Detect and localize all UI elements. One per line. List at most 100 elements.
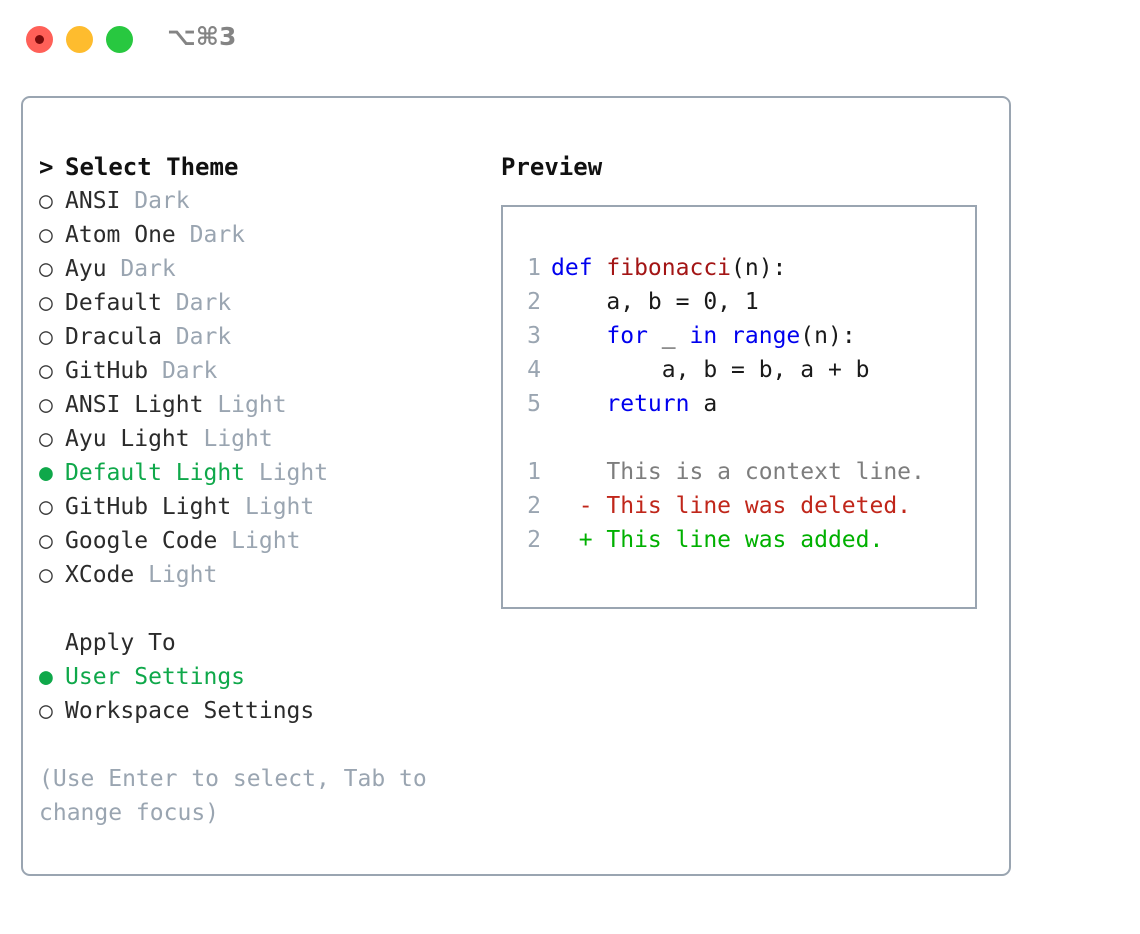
theme-list-item[interactable]: ○ Ayu Light Light — [39, 422, 489, 456]
theme-list-item[interactable]: ○Atom One Dark — [39, 218, 489, 252]
theme-list-item[interactable]: ○ Google Code Light — [39, 524, 489, 558]
theme-category-tag: Dark — [106, 256, 176, 282]
diff-line: 1 This is a context line. — [515, 455, 967, 489]
theme-name-label: Google Code — [65, 528, 218, 554]
code-token — [551, 323, 606, 349]
theme-list: ○ANSI Dark○Atom One Dark○Ayu Dark○Defaul… — [39, 184, 489, 592]
select-theme-heading-label: Select Theme — [65, 153, 239, 181]
code-line: 4 a, b = b, a + b — [515, 353, 967, 387]
theme-name-label: Dracula — [65, 324, 162, 350]
theme-name-label: XCode — [65, 562, 135, 588]
diff-marker: + — [551, 527, 607, 553]
dialog-card: >Select Theme ○ANSI Dark○Atom One Dark○A… — [21, 96, 1011, 876]
radio-unselected-icon: ○ — [39, 290, 53, 316]
theme-category-tag: Light — [245, 460, 329, 486]
theme-name-label: ANSI Light — [65, 392, 204, 418]
diff-text: This line was added. — [606, 527, 884, 553]
line-number: 1 — [527, 255, 541, 281]
radio-unselected-icon: ○ — [39, 256, 53, 282]
window-titlebar: ⌥⌘3 — [0, 0, 1140, 78]
line-number: 2 — [527, 527, 541, 553]
theme-list-item[interactable]: ● Default Light Light — [39, 456, 489, 490]
minimize-window-button[interactable] — [66, 26, 93, 53]
code-token: fibonacci — [606, 255, 732, 281]
keyboard-shortcut-label: ⌥⌘3 — [167, 22, 237, 51]
code-token — [717, 323, 731, 349]
radio-unselected-icon: ○ — [39, 222, 53, 248]
diff-text: This line was deleted. — [606, 493, 912, 519]
code-token: (n): — [800, 323, 856, 349]
code-token: (n): — [731, 255, 787, 281]
diff-line: 2 - This line was deleted. — [515, 489, 967, 523]
radio-unselected-icon: ○ — [39, 494, 53, 520]
theme-name-label: Ayu Light — [65, 426, 190, 452]
theme-name-label: Default — [65, 290, 162, 316]
radio-selected-icon: ● — [39, 664, 53, 690]
maximize-window-button[interactable] — [106, 26, 133, 53]
code-token: a — [689, 391, 718, 417]
code-line: 2 a, b = 0, 1 — [515, 285, 967, 319]
line-number: 4 — [527, 357, 541, 383]
close-window-button[interactable] — [26, 26, 53, 53]
diff-sample: 1 This is a context line.2 - This line w… — [515, 455, 967, 557]
radio-selected-icon: ● — [39, 460, 53, 486]
line-number: 2 — [527, 493, 541, 519]
radio-unselected-icon: ○ — [39, 698, 53, 724]
keyboard-hint-text: (Use Enter to select, Tab to change focu… — [39, 766, 441, 826]
theme-category-tag: Light — [203, 392, 287, 418]
radio-unselected-icon: ○ — [39, 324, 53, 350]
theme-list-item[interactable]: ○ANSI Dark — [39, 184, 489, 218]
theme-category-tag: Light — [217, 528, 301, 554]
theme-category-tag: Light — [231, 494, 315, 520]
code-token: a, b = b, a + b — [551, 357, 870, 383]
theme-list-item[interactable]: ○Ayu Dark — [39, 252, 489, 286]
line-number: 3 — [527, 323, 541, 349]
select-theme-heading: > Select Theme — [39, 150, 489, 184]
diff-line: 2 + This line was added. — [515, 523, 967, 557]
code-token — [551, 391, 606, 417]
theme-name-label: GitHub — [65, 358, 149, 384]
code-diff-separator — [515, 421, 967, 455]
theme-name-label: GitHub Light — [65, 494, 232, 520]
theme-category-tag: Light — [189, 426, 273, 452]
apply-to-label: Workspace Settings — [65, 698, 315, 724]
radio-unselected-icon: ○ — [39, 358, 53, 384]
diff-marker — [551, 459, 606, 485]
theme-category-tag: Light — [134, 562, 218, 588]
radio-unselected-icon: ○ — [39, 528, 53, 554]
line-number: 5 — [527, 391, 541, 417]
radio-unselected-icon: ○ — [39, 188, 53, 214]
diff-marker: - — [551, 493, 607, 519]
code-token: _ — [647, 323, 690, 349]
apply-to-label: User Settings — [65, 664, 246, 690]
line-number: 1 — [527, 459, 541, 485]
theme-list-item[interactable]: ○ XCode Light — [39, 558, 489, 592]
theme-category-tag: Dark — [161, 324, 232, 350]
theme-picker-pane: >Select Theme ○ANSI Dark○Atom One Dark○A… — [39, 150, 489, 830]
apply-to-heading: Apply To — [65, 630, 176, 656]
code-token: def — [551, 255, 607, 281]
theme-list-item[interactable]: ○ANSI Light Light — [39, 388, 489, 422]
apply-to-item[interactable]: ● User Settings — [39, 660, 489, 694]
radio-unselected-icon: ○ — [39, 562, 53, 588]
theme-list-item[interactable]: ○ Dracula Dark — [39, 320, 489, 354]
apply-to-section: Apply To ● User Settings ○ Workspace Settin… — [39, 626, 489, 728]
theme-category-tag: Dark — [120, 188, 190, 214]
theme-name-label: Default Light — [65, 460, 246, 486]
line-number: 2 — [527, 289, 541, 315]
code-line: 3 for _ in range(n): — [515, 319, 967, 353]
code-token: in — [689, 323, 718, 349]
theme-list-item[interactable]: ○ GitHub Light Light — [39, 490, 489, 524]
prompt-caret-icon: > — [39, 153, 54, 181]
theme-name-label: Atom One — [65, 222, 176, 248]
theme-list-item[interactable]: ○GitHub Dark — [39, 354, 489, 388]
diff-text: This is a context line. — [606, 459, 925, 485]
theme-list-item[interactable]: ○Default Dark — [39, 286, 489, 320]
radio-unselected-icon: ○ — [39, 426, 53, 452]
apply-to-item[interactable]: ○ Workspace Settings — [39, 694, 489, 728]
